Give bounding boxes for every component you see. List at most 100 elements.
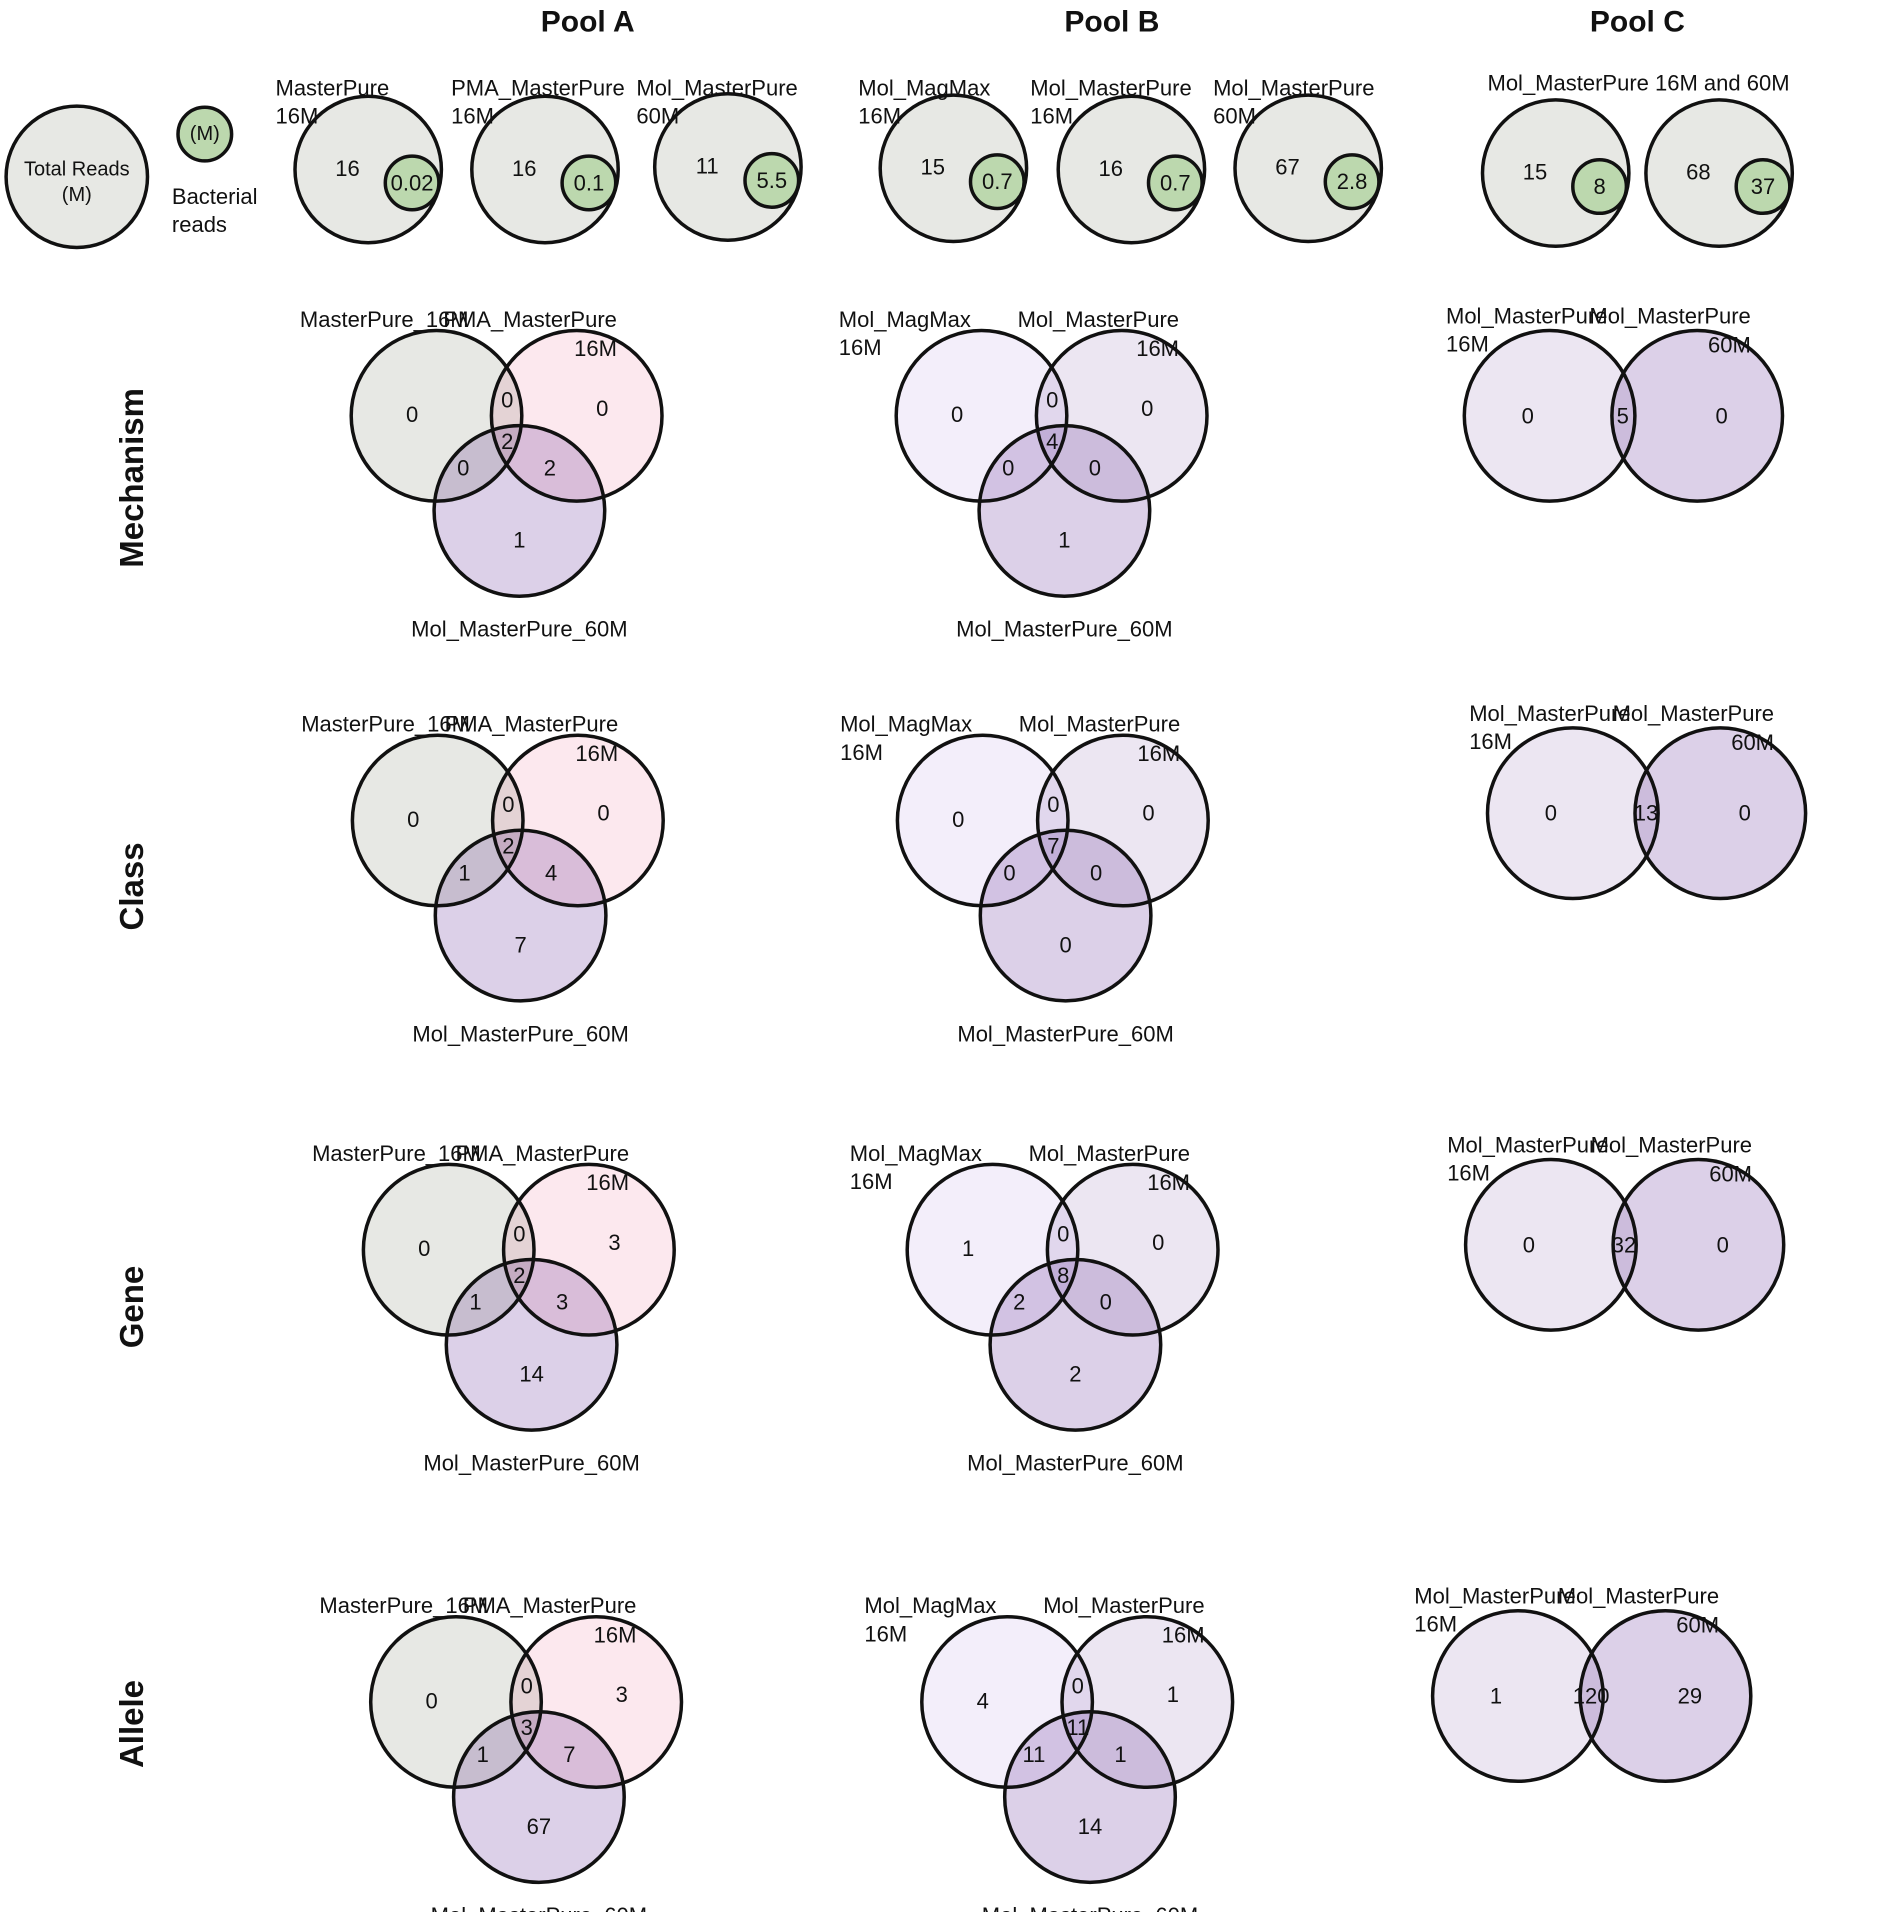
set-a-label: MasterPure_16M: [312, 1141, 481, 1166]
region-value-bc: 0: [1090, 861, 1102, 886]
bacterial-reads-circle: [1734, 157, 1792, 216]
region-value-b: 0: [1715, 403, 1727, 428]
bacterial-reads-value: 8: [1593, 174, 1605, 199]
set-a-area: [1487, 727, 1659, 899]
bacterial-reads-circle: [176, 105, 234, 163]
region-value-c: 0: [1059, 932, 1071, 957]
reads-item: 158: [1480, 98, 1631, 249]
region-value-ac: 0: [1003, 861, 1015, 886]
overlap-area-bc: [492, 830, 606, 906]
set-outline: [451, 1710, 626, 1885]
set-a-label: 16M: [1447, 1160, 1490, 1185]
bacterial-reads-label: Bacterial: [172, 184, 258, 209]
row-label: Class: [113, 842, 150, 930]
set-b-label: 60M: [1676, 1613, 1719, 1638]
set-a-label: 16M: [850, 1169, 893, 1194]
sample-label: 16M: [451, 103, 494, 128]
set-b-area: [1611, 330, 1783, 502]
set-outline: [1035, 733, 1210, 908]
set-outline: [490, 733, 665, 908]
region-value-ab: 0: [1072, 1674, 1084, 1699]
set-a-area: [1464, 330, 1635, 502]
set-b-label: 16M: [594, 1623, 637, 1648]
set-c-label: Mol_MasterPure_60M: [956, 617, 1172, 642]
region-value-b: 3: [616, 1682, 628, 1707]
set-b-label: Mol_MasterPure: [1589, 303, 1750, 328]
overlap-bc: [503, 1259, 617, 1335]
bacterial-reads-value: 2.8: [1337, 169, 1368, 194]
bacterial-reads-value: 5.5: [757, 168, 788, 193]
set-b-label: 16M: [1162, 1623, 1205, 1648]
bacterial-reads-circle: [743, 151, 801, 209]
set-a-area: [1465, 1159, 1637, 1331]
overlap-ac: [446, 1259, 535, 1335]
total-reads-value: 15: [920, 155, 944, 180]
set-c-label: Mol_MasterPure_60M: [982, 1903, 1198, 1912]
region-value-c: 14: [1078, 1814, 1102, 1839]
overlap-areas: [435, 735, 524, 906]
row-label: Mechanism: [113, 388, 150, 568]
set-outline: [895, 733, 1070, 908]
set-a-label: Mol_MasterPure: [1447, 1132, 1608, 1157]
region-value-b: 0: [1152, 1230, 1164, 1255]
bacterial-reads-value: 0.7: [1160, 170, 1191, 195]
set-outline: [1060, 1614, 1235, 1790]
region-value-ac: 2: [1013, 1290, 1025, 1315]
set-b-label: 60M: [1708, 333, 1751, 358]
region-value-a: 0: [1522, 403, 1534, 428]
overlap-area-bc: [1062, 1711, 1176, 1788]
region-value-bc: 1: [1114, 1742, 1126, 1767]
region-value-bc: 3: [556, 1290, 568, 1315]
region-value-ac: 11: [1022, 1742, 1045, 1767]
set-outline: [361, 1162, 536, 1337]
set-a-label: Mol_MagMax: [864, 1593, 996, 1618]
overlap-ac: [435, 830, 524, 906]
overlap-area-bc: [1036, 425, 1150, 502]
region-value-ab: 0: [513, 1221, 525, 1246]
region-value-abc: 2: [513, 1263, 525, 1288]
set-outline: [350, 733, 525, 908]
region-value-ab: 0: [1047, 792, 1059, 817]
set-b-label: Mol_MasterPure: [1018, 307, 1179, 332]
set-c-label: Mol_MasterPure_60M: [967, 1451, 1183, 1476]
bacterial-reads-value: 0.7: [982, 169, 1013, 194]
set-b-area: [1613, 1159, 1784, 1331]
set-b-label: Mol_MasterPure: [1591, 1132, 1752, 1157]
overlap-areas: [990, 1164, 1078, 1335]
sample-label: 16M: [1030, 103, 1073, 128]
set-b-label: 16M: [1137, 741, 1180, 766]
total-reads-label: Total Reads: [24, 159, 130, 181]
overlap-bc: [1047, 1259, 1161, 1335]
region-value-abc: 8: [1057, 1263, 1069, 1288]
bacterial-reads-unit: (M): [190, 123, 220, 145]
set-outline: [1611, 1157, 1786, 1332]
region-value-ac: 0: [457, 456, 469, 481]
pool-header: Pool B: [1064, 5, 1159, 38]
overlap-areas: [434, 330, 522, 502]
region-value-abc: 4: [1046, 429, 1058, 454]
set-a-label: MasterPure_16M: [319, 1593, 488, 1618]
set-b-label: 16M: [575, 741, 618, 766]
region-value-c: 2: [1069, 1362, 1081, 1387]
set-outline: [1610, 328, 1785, 503]
set-c-label: Mol_MasterPure_60M: [412, 1021, 628, 1046]
region-value-c: 7: [514, 932, 526, 957]
set-outline: [988, 1257, 1163, 1432]
set-a-label: Mol_MasterPure: [1414, 1584, 1575, 1609]
set-b-label: 60M: [1709, 1162, 1752, 1187]
region-value-a: 0: [1523, 1232, 1535, 1257]
region-value-b: 0: [597, 801, 609, 826]
overlap-areas: [1004, 1616, 1093, 1788]
reads-row: 160.02MasterPure16M160.1PMA_MasterPure16…: [276, 70, 1795, 249]
set-outline: [1633, 726, 1808, 901]
